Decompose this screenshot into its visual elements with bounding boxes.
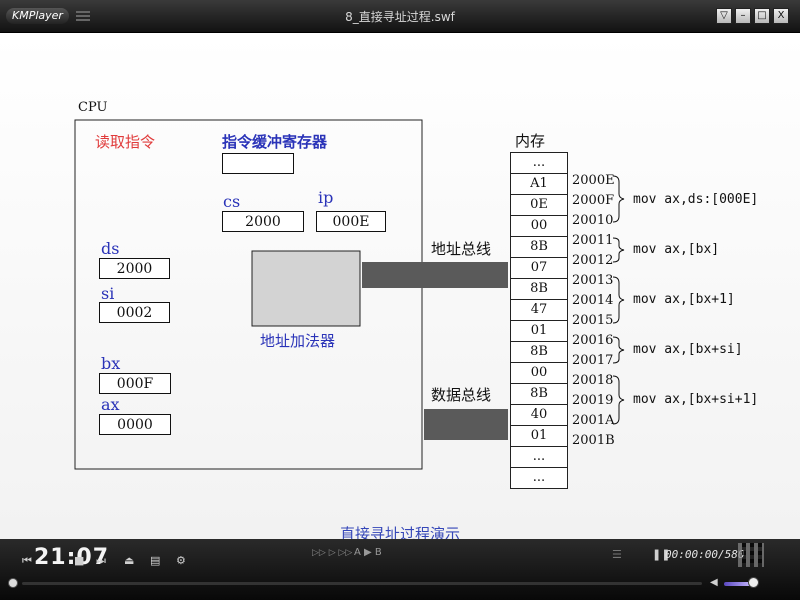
menu-lines-icon[interactable]: ☰: [612, 548, 622, 561]
register-value: 000F: [99, 373, 171, 394]
memory-cell: 8B: [510, 383, 568, 405]
memory-address: 20010: [572, 213, 614, 228]
memory-cell: 40: [510, 404, 568, 426]
instruction-text: mov ax,[bx+1]: [633, 292, 735, 307]
memory-address: 2001B: [572, 433, 615, 448]
window-title: 8_直接寻址过程.swf: [345, 10, 455, 24]
seek-bar[interactable]: [22, 582, 702, 585]
address-adder-label: 地址加法器: [260, 332, 336, 350]
memory-address: 2000E: [572, 173, 615, 188]
address-adder-box: [251, 250, 361, 327]
previous-icon[interactable]: ⏮: [22, 554, 32, 567]
playlist-icon[interactable]: ▤: [150, 554, 161, 567]
instruction-text: mov ax,[bx+si+1]: [633, 392, 759, 407]
register-value: 000E: [316, 211, 386, 232]
register-name: bx: [101, 354, 121, 373]
brace-3: [612, 276, 625, 324]
cpu-box: [74, 119, 423, 470]
settings-icon[interactable]: ⚙: [176, 554, 186, 567]
memory-address: 20019: [572, 393, 614, 408]
volume-handle[interactable]: [748, 577, 759, 588]
memory-cell: ...: [510, 467, 568, 489]
memory-cell: 0E: [510, 194, 568, 216]
memory-address: 20011: [572, 233, 614, 248]
memory-cell: 8B: [510, 341, 568, 363]
memory-address: 2001A: [572, 413, 615, 428]
data-bus-label: 数据总线: [431, 386, 492, 404]
memory-cell: 47: [510, 299, 568, 321]
memory-cell: 8B: [510, 278, 568, 300]
memory-column: ... A1 0E 00 8B 07 8B 47 01 8B 00 8B 40 …: [510, 152, 568, 489]
volume-slider[interactable]: [724, 582, 752, 586]
speed-arrows-icon[interactable]: ▷▷ ▷ ▷▷: [312, 548, 353, 558]
brace-1: [612, 175, 625, 223]
memory-address: 20015: [572, 313, 614, 328]
memory-label: 内存: [515, 132, 546, 150]
register-name: cs: [223, 192, 241, 211]
cpu-label: CPU: [78, 100, 108, 115]
address-bus-label: 地址总线: [431, 240, 492, 258]
brace-4: [612, 336, 625, 364]
register-value: 0000: [99, 414, 171, 435]
grid-icon[interactable]: [738, 543, 764, 567]
demo-caption: 直接寻址过程演示: [339, 525, 460, 539]
memory-cell: 00: [510, 362, 568, 384]
memory-cell: ...: [510, 152, 568, 174]
control-bar: 21:07 ⏮ ■ ⏭ ⏏ ▤ ⚙ ▷▷ ▷ ▷▷ A ▶ B ☰ ❚❚ 00:…: [0, 539, 800, 600]
brace-5: [612, 375, 625, 425]
memory-cell: 07: [510, 257, 568, 279]
memory-cell: 8B: [510, 236, 568, 258]
brace-2: [612, 237, 625, 263]
memory-cell: ...: [510, 446, 568, 468]
register-name: ax: [101, 395, 120, 414]
menu-icon[interactable]: [76, 11, 90, 21]
instruction-text: mov ax,[bx]: [633, 242, 720, 257]
next-icon[interactable]: ⏭: [96, 554, 106, 567]
register-value: 2000: [222, 211, 304, 232]
diagram-graphics: [0, 33, 800, 539]
memory-cell: A1: [510, 173, 568, 195]
memory-address: 20014: [572, 293, 614, 308]
register-name: ip: [318, 188, 334, 207]
instruction-buffer-box: [222, 153, 294, 174]
memory-cell: 01: [510, 320, 568, 342]
register-value: 2000: [99, 258, 170, 279]
address-bus-bar: [362, 262, 508, 288]
data-bus-bar: [424, 409, 508, 440]
speaker-icon[interactable]: ◀: [710, 577, 718, 588]
register-value: 0002: [99, 302, 170, 323]
video-stage[interactable]: CPU 读取指令 指令缓冲寄存器 cs 2000 ip 000E ds 2000…: [0, 33, 800, 539]
memory-address: 20012: [572, 253, 614, 268]
pause-icon[interactable]: ❚❚: [652, 548, 671, 561]
eject-icon[interactable]: ⏏: [124, 554, 135, 567]
instruction-text: mov ax,[bx+si]: [633, 342, 743, 357]
register-name: ds: [101, 239, 120, 258]
register-name: si: [101, 284, 115, 303]
instruction-text: mov ax,ds:[000E]: [633, 192, 759, 207]
time-display: 00:00:00/580: [665, 548, 745, 561]
minimize-button[interactable]: –: [735, 8, 751, 24]
title-bar: KMPlayer 8_直接寻址过程.swf ▽ – □ X: [0, 0, 800, 33]
memory-address: 20018: [572, 373, 614, 388]
kmplayer-logo[interactable]: KMPlayer: [6, 8, 69, 24]
read-instruction-label: 读取指令: [95, 133, 156, 151]
memory-address: 20016: [572, 333, 614, 348]
settings-button[interactable]: ▽: [716, 8, 732, 24]
clock-overlay: 21:07: [34, 545, 110, 570]
memory-address: 2000F: [572, 193, 615, 208]
memory-address: 20017: [572, 353, 614, 368]
ab-repeat-button[interactable]: A ▶ B: [354, 547, 382, 558]
seek-handle[interactable]: [8, 578, 18, 588]
stop-icon[interactable]: ■: [74, 554, 85, 567]
memory-cell: 01: [510, 425, 568, 447]
instruction-buffer-label: 指令缓冲寄存器: [222, 133, 328, 151]
maximize-button[interactable]: □: [754, 8, 770, 24]
close-button[interactable]: X: [773, 8, 789, 24]
memory-cell: 00: [510, 215, 568, 237]
memory-address: 20013: [572, 273, 614, 288]
